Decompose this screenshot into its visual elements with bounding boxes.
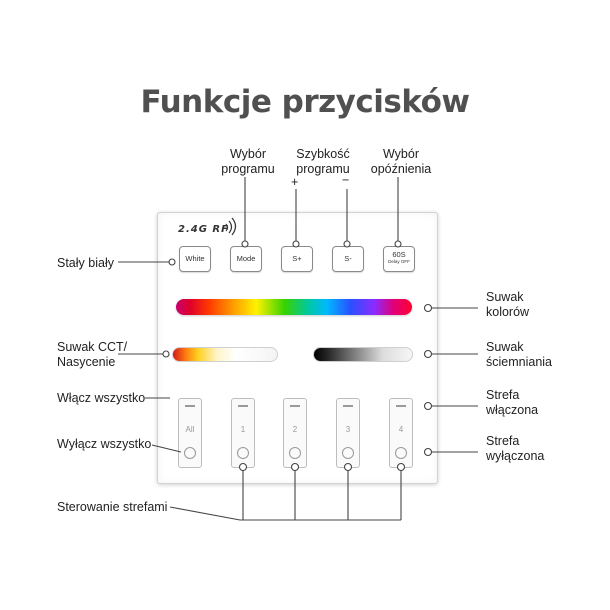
label-line: Wybór: [229, 147, 266, 161]
zone-4[interactable]: 4: [389, 398, 413, 468]
label-line: Suwak CCT/: [57, 340, 128, 354]
speed-down-button[interactable]: S-: [332, 246, 364, 272]
label-line: Szybkość: [296, 147, 350, 161]
label-delay: Wybór opóźnienia: [366, 147, 436, 177]
zone-off-indicator[interactable]: [184, 447, 196, 459]
rf-label: 2.4G RF: [178, 224, 229, 235]
cct-slider[interactable]: [172, 347, 278, 362]
zone-off-indicator[interactable]: [289, 447, 301, 459]
zone-off-indicator[interactable]: [237, 447, 249, 459]
label-line: kolorów: [486, 305, 530, 319]
label-line: ściemniania: [486, 355, 553, 369]
zone-1[interactable]: 1: [231, 398, 255, 468]
zone-on-indicator[interactable]: [185, 405, 195, 407]
zone-label: 4: [398, 425, 404, 434]
label-white: Stały biały: [57, 256, 114, 270]
label-line: Wybór: [382, 147, 419, 161]
label-cct: Suwak CCT/ Nasycenie: [57, 340, 127, 370]
zone-on-indicator[interactable]: [290, 405, 300, 407]
label-line: programu: [296, 162, 350, 176]
delay-button-sublabel: Delay OFF: [388, 259, 410, 264]
zone-2[interactable]: 2: [283, 398, 307, 468]
label-zone-off: Strefa wyłączona: [486, 434, 544, 464]
zone-label: 3: [345, 425, 351, 434]
label-line: Nasycenie: [57, 355, 116, 369]
label-line: Suwak: [486, 290, 524, 304]
label-color: Suwak kolorów: [486, 290, 529, 320]
zone-on-indicator[interactable]: [238, 405, 248, 407]
label-program-select: Wybór programu: [218, 147, 278, 177]
label-line: programu: [221, 162, 275, 176]
color-slider[interactable]: [176, 299, 412, 315]
delay-button-label: 60S: [392, 250, 406, 259]
label-speed-plus: +: [291, 175, 299, 189]
zone-3[interactable]: 3: [336, 398, 360, 468]
label-line: Strefa: [486, 388, 520, 402]
delay-button[interactable]: 60S Delay OFF: [383, 246, 415, 272]
zone-on-indicator[interactable]: [343, 405, 353, 407]
dimming-slider[interactable]: [313, 347, 413, 362]
label-line: wyłączona: [486, 449, 545, 463]
label-zones: Sterowanie strefami: [57, 500, 168, 514]
label-line: Suwak: [486, 340, 524, 354]
label-zone-on: Strefa włączona: [486, 388, 538, 418]
mode-button[interactable]: Mode: [230, 246, 262, 272]
zone-off-indicator[interactable]: [342, 447, 354, 459]
label-line: opóźnienia: [370, 162, 432, 176]
zone-all[interactable]: All: [178, 398, 202, 468]
white-button[interactable]: White: [179, 246, 211, 272]
label-line: włączona: [486, 403, 539, 417]
zone-label: 2: [292, 425, 298, 434]
zone-on-indicator[interactable]: [396, 405, 406, 407]
zone-label: All: [185, 425, 195, 434]
speed-up-button[interactable]: S+: [281, 246, 313, 272]
label-all-on: Włącz wszystko: [57, 391, 146, 405]
label-dimming: Suwak ściemniania: [486, 340, 552, 370]
label-speed-minus: −: [342, 173, 350, 187]
label-line: Strefa: [486, 434, 520, 448]
page-title: Funkcje przycisków: [140, 84, 470, 120]
label-all-off: Wyłącz wszystko: [57, 437, 152, 451]
label-speed: Szybkość programu: [288, 147, 358, 177]
zone-off-indicator[interactable]: [395, 447, 407, 459]
zone-label: 1: [240, 425, 246, 434]
